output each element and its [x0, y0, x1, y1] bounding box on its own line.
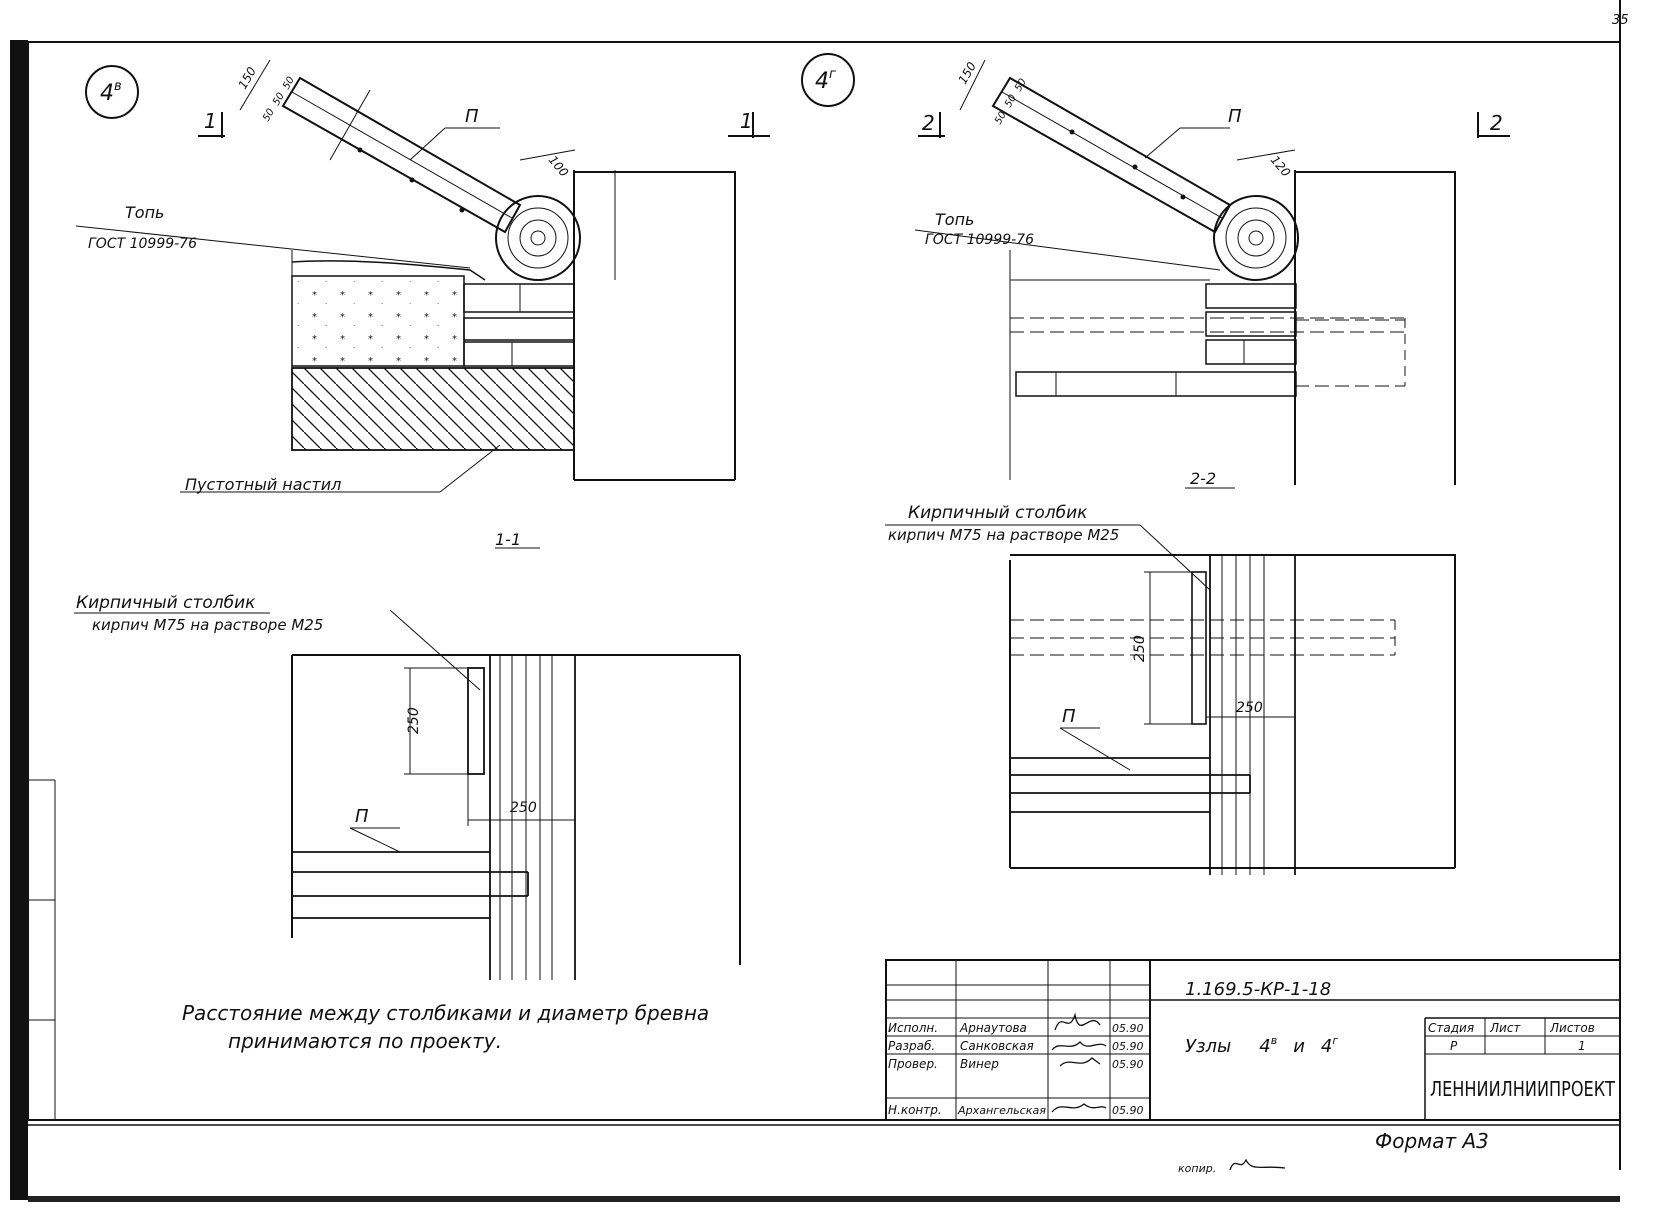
dim-250-v-left: 250 — [406, 707, 422, 734]
dim-250-h-right: 250 — [1236, 700, 1263, 716]
dim-120: 120 — [1268, 153, 1294, 180]
copied-label: копир. — [1178, 1162, 1216, 1175]
row-2-name: Санковская — [960, 1039, 1034, 1053]
cut-1-left: 1 — [204, 109, 217, 133]
right-section-2-2 — [885, 524, 1456, 875]
note-line-2: принимаются по проекту. — [228, 1029, 502, 1053]
topb-label-right: Топь — [935, 210, 974, 229]
section-2-2-label: 2-2 — [1190, 469, 1216, 488]
left-top-detail — [75, 59, 770, 549]
log-end-right — [1213, 195, 1299, 281]
badge-4v: 4в — [100, 79, 122, 106]
pillar-bands-right — [1191, 555, 1296, 875]
badge-4g: 4г — [815, 67, 836, 94]
note-line-1: Расстояние между столбиками и диаметр бр… — [182, 1001, 709, 1025]
beam — [292, 851, 529, 919]
inclined-post-right — [959, 59, 1232, 234]
signatures — [1051, 1012, 1107, 1113]
stage-header: Стадия — [1428, 1021, 1474, 1035]
pillar-spec-right: кирпич М75 на растворе М25 — [888, 526, 1119, 544]
sheets-header: Листов — [1549, 1021, 1595, 1035]
beam-right — [1010, 757, 1251, 813]
cut-1-right: 1 — [740, 109, 753, 133]
cut-2-left: 2 — [922, 111, 935, 135]
slab-label: Пустотный настил — [185, 475, 341, 494]
sheet-header: Лист — [1489, 1021, 1521, 1035]
dim-150-right: 150 — [955, 59, 979, 86]
copier-signature — [1229, 1158, 1286, 1171]
row-2-role: Разраб. — [888, 1039, 935, 1053]
row-3-role: Провер. — [888, 1057, 938, 1071]
right-top-detail — [801, 53, 1510, 489]
dim-150-left: 150 — [235, 64, 259, 91]
topb-label-left: Топь — [125, 203, 164, 222]
dim-50b-right: 50 — [1003, 93, 1019, 110]
dim-250-h-left: 250 — [510, 800, 537, 816]
row-4-date: 05.90 — [1112, 1104, 1144, 1117]
pillar-spec-left: кирпич М75 на растворе М25 — [92, 616, 323, 634]
section-1-1-label: 1-1 — [495, 530, 521, 549]
topb-gost-right: ГОСТ 10999-76 — [925, 232, 1034, 248]
brick-courses-right — [1015, 283, 1297, 397]
row-4-role: Н.контр. — [888, 1103, 942, 1117]
dim-50c-right: 50 — [1013, 77, 1029, 94]
beam-label-left: П — [355, 806, 369, 827]
page-number: 35 — [1612, 13, 1629, 28]
dashed-board — [1010, 317, 1406, 387]
pillar-bands — [489, 655, 576, 980]
inclined-post — [239, 59, 522, 234]
log-label-left: П — [465, 106, 479, 127]
stage-value: Р — [1450, 1039, 1458, 1053]
row-4-name: Архангельская — [957, 1104, 1046, 1117]
dim-50a-right: 50 — [993, 110, 1009, 127]
dim-50c-left: 50 — [281, 75, 297, 92]
beam-label-right: П — [1062, 706, 1076, 727]
pillar-label-left: Кирпичный столбик — [76, 593, 256, 613]
brick-courses-left — [463, 283, 575, 367]
cut-2-right: 2 — [1490, 111, 1503, 135]
row-3-name: Винер — [960, 1057, 999, 1071]
dashed-board-lower — [1010, 619, 1396, 656]
dim-100: 100 — [546, 153, 572, 180]
doc-code: 1.169.5-КР-1-18 — [1185, 979, 1331, 1000]
dim-50a-left: 50 — [261, 107, 277, 124]
dim-250-v-right: 250 — [1132, 635, 1148, 662]
left-section-1-1 — [74, 609, 741, 980]
sheets-value: 1 — [1578, 1039, 1586, 1053]
pillar-label-right: Кирпичный столбик — [908, 503, 1088, 523]
row-1-date: 05.90 — [1112, 1022, 1144, 1035]
log-end — [495, 195, 581, 281]
org-name: ЛЕННИИЛНИИПРОЕКТ — [1430, 1077, 1616, 1101]
row-2-date: 05.90 — [1112, 1040, 1144, 1053]
format-label: Формат А3 — [1375, 1129, 1489, 1153]
row-3-date: 05.90 — [1112, 1058, 1144, 1071]
topb-gost-left: ГОСТ 10999-76 — [88, 236, 197, 252]
row-1-role: Испoлн. — [888, 1021, 938, 1035]
row-1-name: Арнаутова — [959, 1021, 1027, 1035]
title-block — [885, 959, 1621, 1121]
log-label-right: П — [1228, 106, 1242, 127]
